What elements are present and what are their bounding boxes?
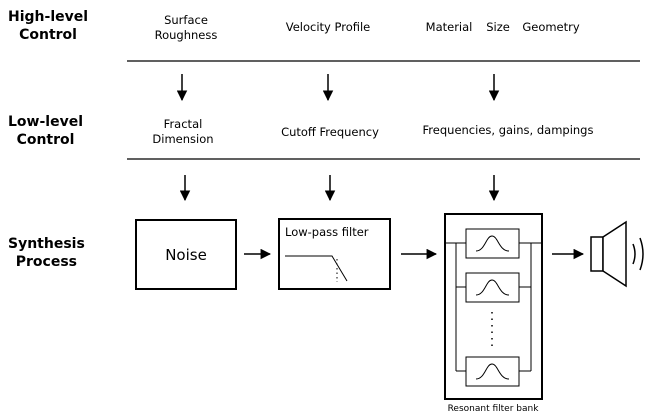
size-label: Size xyxy=(486,20,510,34)
lowpass-response-curve xyxy=(285,255,348,282)
geometry-label: Geometry xyxy=(522,20,580,34)
lowpass-filter-block: Low-pass filter xyxy=(278,218,391,290)
velocity-profile-label: Velocity Profile xyxy=(285,20,371,34)
noise-block: Noise xyxy=(135,219,237,290)
resonant-filter-2 xyxy=(465,272,520,303)
filter-bank-wiring xyxy=(444,242,543,372)
fractal-dimension-label: Fractal Dimension xyxy=(152,117,214,146)
high-level-control-label: High-level Control xyxy=(8,9,89,43)
resonator-params-label: Frequencies, gains, dampings xyxy=(422,123,594,137)
cutoff-frequency-label: Cutoff Frequency xyxy=(281,125,379,139)
lowpass-filter-label: Low-pass filter xyxy=(285,225,369,239)
resonant-filter-3 xyxy=(465,356,520,387)
resonant-filter-bank-caption: Resonant filter bank xyxy=(447,404,539,414)
synthesis-process-label: Synthesis Process xyxy=(8,236,85,270)
resonant-filter-1 xyxy=(465,228,520,259)
low-level-control-label: Low-level Control xyxy=(8,114,83,148)
material-label: Material xyxy=(425,20,473,34)
speaker-icon xyxy=(590,220,644,288)
noise-block-label: Noise xyxy=(165,245,207,264)
surface-roughness-label: Surface Roughness xyxy=(154,13,218,42)
